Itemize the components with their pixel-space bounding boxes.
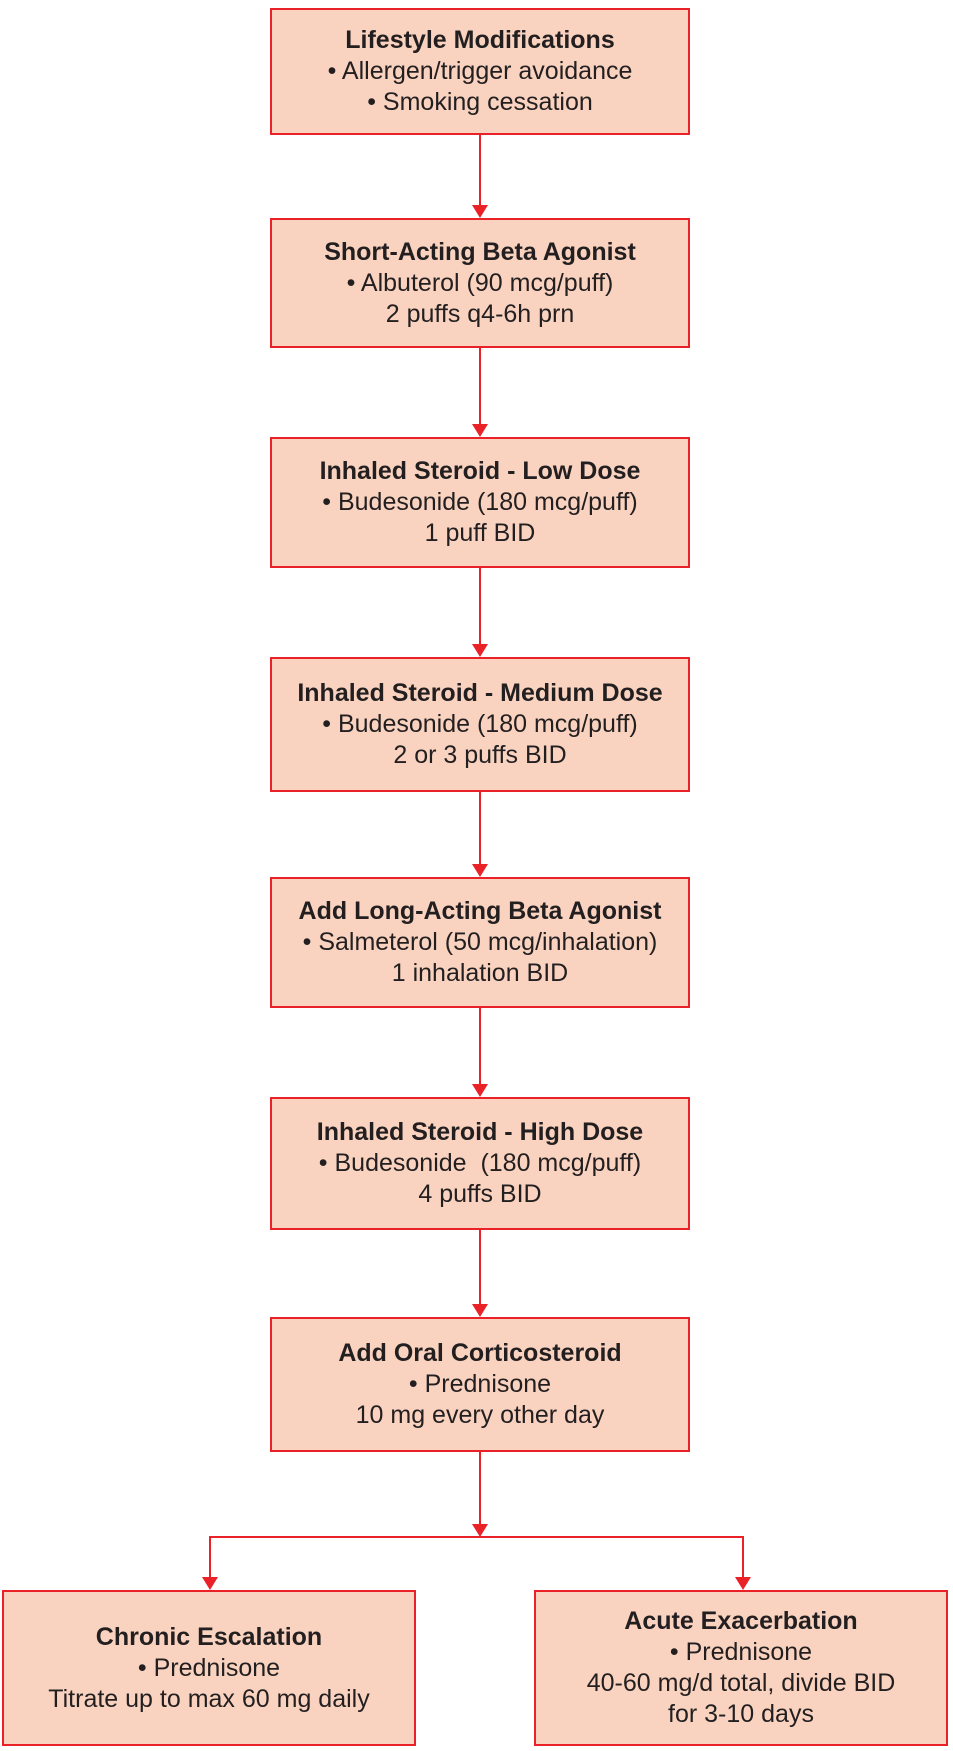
down-arrow-icon: [472, 568, 488, 657]
arrow-shaft: [479, 1452, 481, 1524]
arrow-shaft: [479, 1008, 481, 1084]
step-box-lifestyle-modifications: Lifestyle Modifications • Allergen/trigg…: [270, 8, 690, 135]
step-box-short-acting-beta-agonist: Short-Acting Beta Agonist • Albuterol (9…: [270, 218, 690, 348]
step-title: Add Long-Acting Beta Agonist: [298, 897, 662, 925]
arrowhead-icon: [472, 864, 488, 877]
arrow-shaft: [742, 1536, 744, 1577]
step-line: 10 mg every other day: [355, 1401, 605, 1429]
branch-line: for 3-10 days: [668, 1700, 814, 1728]
step-line: 2 or 3 puffs BID: [393, 741, 567, 769]
step-box-inhaled-steroid-low-dose: Inhaled Steroid - Low Dose • Budesonide …: [270, 437, 690, 568]
down-arrow-icon: [472, 1452, 488, 1537]
arrowhead-icon: [472, 1304, 488, 1317]
step-box-add-oral-corticosteroid: Add Oral Corticosteroid • Prednisone 10 …: [270, 1317, 690, 1452]
arrow-shaft: [479, 792, 481, 864]
step-line: 2 puffs q4-6h prn: [385, 299, 575, 328]
branch-line: 40-60 mg/d total, divide BID: [586, 1669, 896, 1697]
down-arrow-icon: [472, 135, 488, 218]
step-line: 1 puff BID: [424, 519, 536, 547]
arrow-shaft: [479, 135, 481, 205]
step-line: • Prednisone: [408, 1370, 552, 1398]
down-arrow-icon: [735, 1536, 751, 1590]
down-arrow-icon: [472, 792, 488, 877]
down-arrow-icon: [472, 348, 488, 437]
step-line: • Allergen/trigger avoidance: [327, 57, 633, 85]
arrowhead-icon: [735, 1577, 751, 1590]
step-title: Inhaled Steroid - High Dose: [316, 1118, 644, 1146]
step-title: Inhaled Steroid - Medium Dose: [297, 679, 663, 707]
branch-box-acute-exacerbation: Acute Exacerbation • Prednisone 40-60 mg…: [534, 1590, 948, 1746]
step-line: • Budesonide (180 mcg/puff): [322, 488, 638, 516]
arrowhead-icon: [472, 1084, 488, 1097]
branch-line: • Prednisone: [669, 1638, 813, 1666]
arrowhead-icon: [472, 1524, 488, 1537]
step-box-inhaled-steroid-high-dose: Inhaled Steroid - High Dose • Budesonide…: [270, 1097, 690, 1230]
step-title: Inhaled Steroid - Low Dose: [319, 457, 641, 485]
step-box-inhaled-steroid-medium-dose: Inhaled Steroid - Medium Dose • Budesoni…: [270, 657, 690, 792]
step-title: Lifestyle Modifications: [345, 26, 615, 54]
step-title: Short-Acting Beta Agonist: [324, 237, 636, 266]
step-line: • Budesonide (180 mcg/puff): [322, 710, 638, 738]
step-title: Add Oral Corticosteroid: [338, 1339, 622, 1367]
step-line: 4 puffs BID: [418, 1180, 542, 1208]
step-box-add-long-acting-beta-agonist: Add Long-Acting Beta Agonist • Salmetero…: [270, 877, 690, 1008]
down-arrow-icon: [472, 1230, 488, 1317]
branch-title: Chronic Escalation: [95, 1622, 323, 1651]
step-line: • Smoking cessation: [367, 88, 593, 116]
branch-title: Acute Exacerbation: [624, 1607, 858, 1635]
step-line: • Albuterol (90 mcg/puff): [346, 268, 614, 297]
arrow-shaft: [479, 348, 481, 424]
arrow-shaft: [479, 568, 481, 644]
down-arrow-icon: [472, 1008, 488, 1097]
step-line: 1 inhalation BID: [391, 959, 569, 987]
arrow-shaft: [209, 1536, 211, 1577]
down-arrow-icon: [202, 1536, 218, 1590]
branch-line: • Prednisone: [137, 1653, 281, 1682]
arrowhead-icon: [472, 205, 488, 218]
arrow-shaft: [479, 1230, 481, 1304]
branch-horizontal-line: [209, 1536, 743, 1538]
arrowhead-icon: [202, 1577, 218, 1590]
branch-line: Titrate up to max 60 mg daily: [48, 1684, 370, 1713]
arrowhead-icon: [472, 644, 488, 657]
step-line: • Budesonide (180 mcg/puff): [318, 1149, 642, 1177]
arrowhead-icon: [472, 424, 488, 437]
branch-box-chronic-escalation: Chronic Escalation • Prednisone Titrate …: [2, 1590, 416, 1746]
step-line: • Salmeterol (50 mcg/inhalation): [302, 928, 658, 956]
